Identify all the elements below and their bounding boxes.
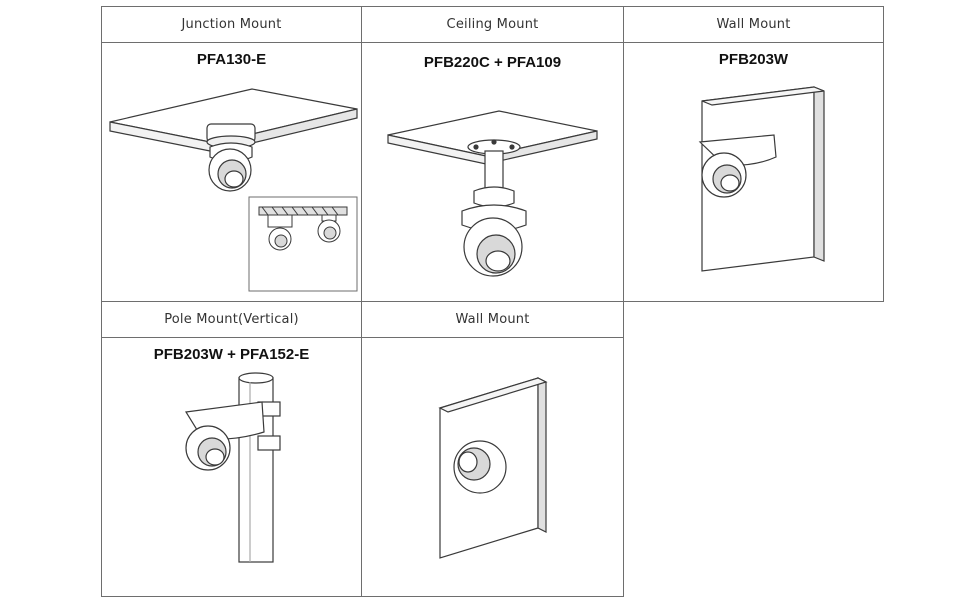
wall-mount-illustration: [698, 86, 825, 272]
panel-wall-mount-bottom: Wall Mount: [361, 301, 624, 597]
model-label: PFA130-E: [196, 51, 267, 68]
ceiling-mount-illustration: [387, 110, 598, 277]
panel-junction-mount: Junction Mount PFA130-E: [101, 6, 362, 302]
panel-header: Ceiling Mount: [362, 7, 623, 43]
panel-header: Pole Mount(Vertical): [102, 302, 361, 338]
panel-header: Junction Mount: [102, 7, 361, 43]
panel-wall-mount-top: Wall Mount PFB203W: [623, 6, 884, 302]
panel-pole-mount: Pole Mount(Vertical) PFB203W + PFA152-E: [101, 301, 362, 597]
panel-header: Wall Mount: [362, 302, 623, 338]
panel-ceiling-mount: Ceiling Mount PFB220C + PFA109: [361, 6, 624, 302]
pole-mount-illustration: [185, 372, 281, 563]
wall-mount-direct-illustration: [438, 377, 548, 559]
junction-mount-illustration: [109, 88, 358, 292]
model-label: PFB203W + PFA152-E: [153, 346, 310, 363]
panel-header: Wall Mount: [624, 7, 883, 43]
model-label: PFB220C + PFA109: [423, 54, 562, 71]
model-label: PFB203W: [718, 51, 789, 68]
